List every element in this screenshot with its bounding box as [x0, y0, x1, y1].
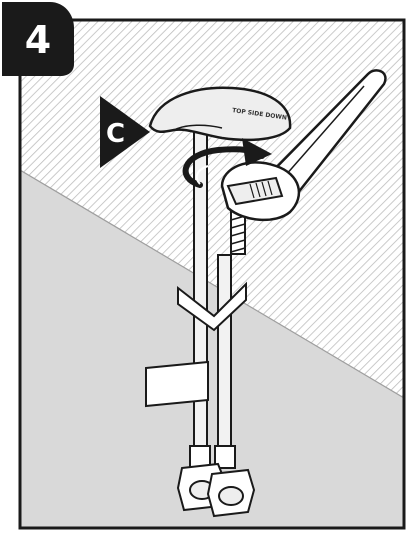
supply-hose-right — [218, 255, 231, 460]
step-badge: 4 — [2, 2, 74, 76]
step-number: 4 — [25, 18, 51, 62]
hose-clip — [146, 362, 208, 406]
callout-letter: C — [106, 119, 125, 149]
